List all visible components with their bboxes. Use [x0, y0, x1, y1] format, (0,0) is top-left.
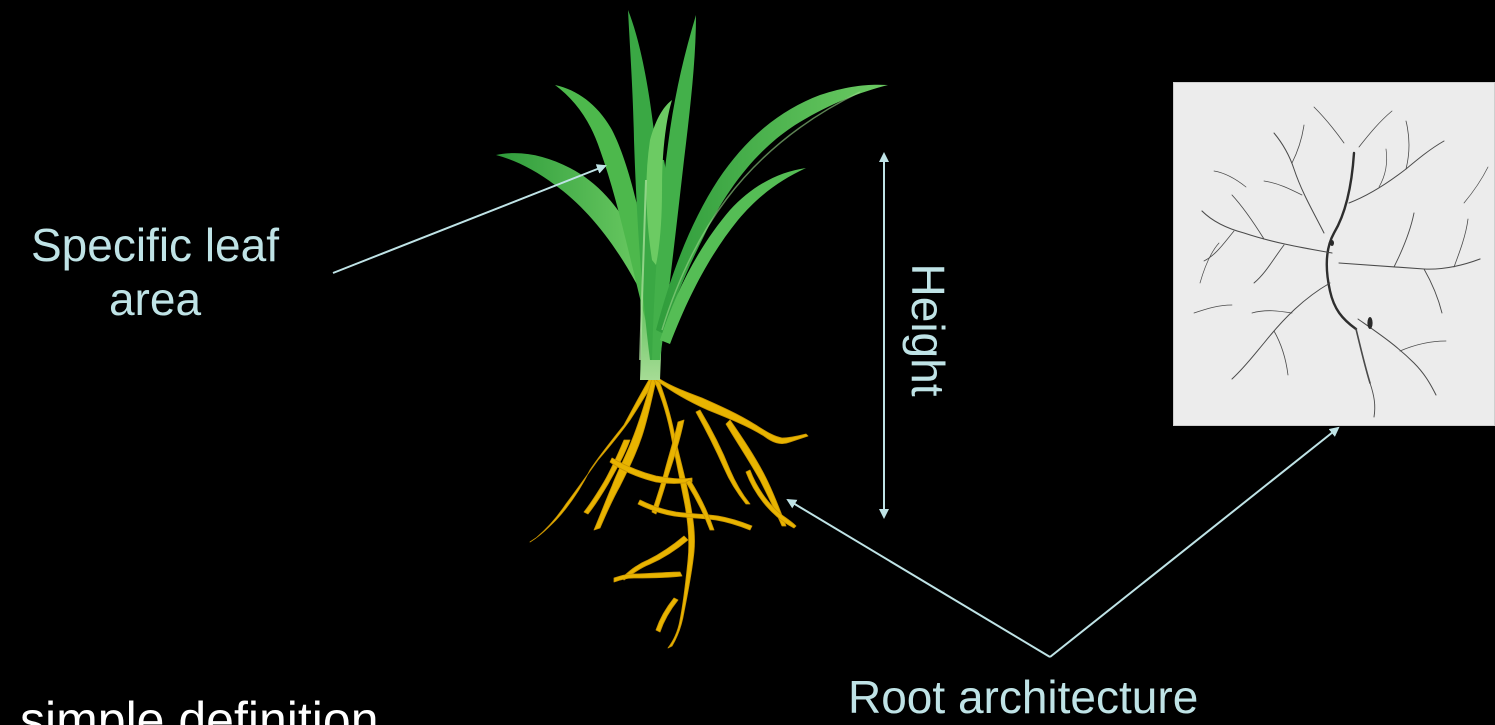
leaf-area-arrow — [333, 166, 605, 273]
root-scan-drawing — [1174, 83, 1495, 426]
root-scan-photo — [1173, 82, 1495, 426]
plant-roots-icon — [530, 378, 808, 648]
cut-off-heading: simple definition — [20, 690, 379, 725]
specific-leaf-area-line1: Specific leaf — [0, 218, 310, 272]
height-label-text: Height — [901, 264, 955, 397]
root-architecture-label: Root architecture — [848, 670, 1198, 724]
root-arrow-right — [1050, 428, 1338, 657]
specific-leaf-area-line2: area — [0, 272, 310, 326]
specific-leaf-area-label: Specific leaf area — [0, 218, 310, 327]
root-arrow-left — [788, 500, 1050, 657]
height-label: Height — [905, 245, 951, 415]
plant-leaves-icon — [496, 10, 888, 380]
